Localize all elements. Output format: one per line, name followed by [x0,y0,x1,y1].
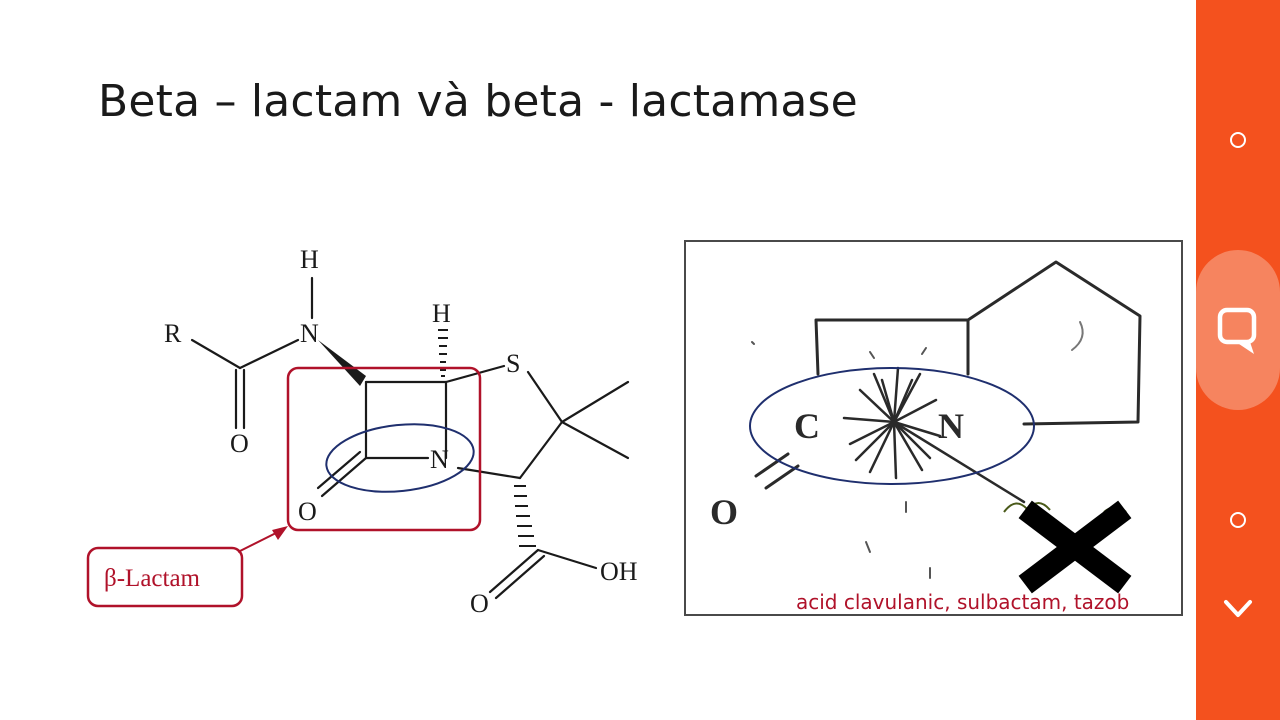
circle-button-top[interactable] [1196,120,1280,160]
atom-o-carboxyl: O [470,589,489,618]
chat-button[interactable] [1196,250,1280,410]
beta-lactam-label: β-Lactam [104,565,201,592]
side-panel [1196,0,1280,720]
cleavage-ellipse [749,367,1035,485]
slide: Beta – lactam và beta - lactamase [86,76,1183,618]
atom-n-amide: N [300,319,319,348]
slide-title: Beta – lactam và beta - lactamase [98,76,858,127]
circle-button-bottom[interactable] [1196,500,1280,540]
atom-h-amide: H [300,245,319,274]
chat-bubble-icon [1217,307,1257,354]
beta-lactam-label-box [86,546,244,608]
atom-n-ring: N [430,445,449,474]
pointer-arrow [237,531,279,553]
circle-icon [1230,512,1246,528]
bond-highlight-ellipse [325,423,475,493]
atom-o-lactam: O [298,497,317,526]
cross-mark-icon [1018,500,1132,594]
inhibitor-caption: acid clavulanic, sulbactam, tazob [796,590,1130,614]
lactamase-sketch-panel: C N O [684,240,1183,616]
chevron-down-icon [1224,600,1252,617]
sketch-o: O [710,492,738,532]
penicillin-structure: R H N O H S N O O OH β-Lactam [86,245,638,618]
sketch-n: N [938,406,964,446]
atom-o-amide: O [230,429,249,458]
atom-r: R [164,319,182,348]
atom-oh: OH [600,557,638,586]
scroll-down-button[interactable] [1196,588,1280,628]
atom-h-ring: H [432,299,451,328]
circle-icon [1230,132,1246,148]
sketch-c: C [794,406,820,446]
atom-s: S [506,349,520,378]
beta-lactam-box [286,366,482,532]
